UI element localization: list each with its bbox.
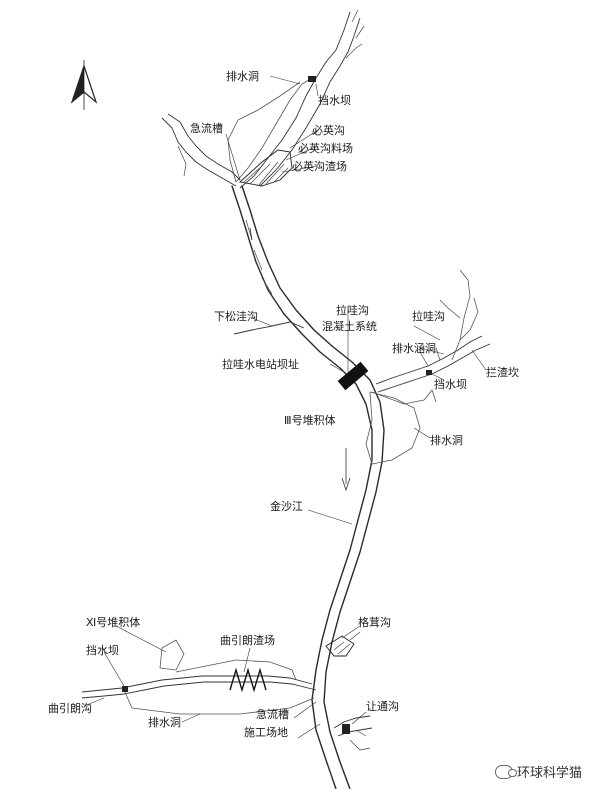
dam-bottom-icon [122,686,128,692]
slag-yard-zigzag [229,667,267,693]
quyinlang-gully [81,675,317,699]
label-biying-slag: 必英沟渣场 [292,159,347,173]
label-biying-gully: 必英沟 [312,123,345,137]
label-deposit-3: Ⅲ号堆积体 [284,413,336,427]
label-dam-site: 拉哇水电站坝址 [222,357,299,371]
label-leaders [83,75,487,739]
zhatong-gully [333,715,373,751]
label-dam-mid: 挡水坝 [434,377,467,391]
label-lawa-gully-right: 拉哇沟 [412,309,445,323]
dam-mid-icon [426,370,432,375]
label-quyinlang-gully: 曲引朗沟 [48,701,92,715]
drainage-tunnel-mid [371,389,437,405]
upper-tributary [239,9,365,189]
label-chute-top: 急流槽 [190,121,223,135]
label-chute-bottom: 急流槽 [256,707,289,721]
label-construction-site: 施工场地 [244,725,288,739]
label-dam-bottom: 挡水坝 [86,643,119,657]
dam-top-icon [308,76,316,82]
label-deposit-11: Ⅺ号堆积体 [86,615,140,629]
north-arrow-icon [70,60,98,110]
label-lawa-concrete-1: 拉哇沟 [336,303,369,317]
label-drainage-culvert: 排水涵洞 [392,341,436,355]
biying-slag-yard [239,149,293,187]
label-lawa-concrete-2: 混凝土系统 [322,319,377,333]
label-jinsha-river: 金沙江 [270,499,303,513]
jinsha-river [231,185,385,789]
left-upper-tributary [161,113,241,187]
drainage-tunnel-top [227,77,313,183]
dam-site-icon [337,361,369,391]
watermark: 环球科学猫 [494,762,582,781]
label-drainage-tunnel-bottom: 排水洞 [148,715,181,729]
deposit-3-outline [365,391,421,465]
gerongou-gully [325,631,361,657]
label-gerong-gully: 格茸沟 [358,615,391,629]
label-drainage-tunnel-mid: 排水洞 [430,433,463,447]
label-dam-top: 挡水坝 [318,93,351,107]
lawa-gully [375,269,491,393]
label-slag-barrier: 拦渣坎 [486,365,519,379]
label-quyinlang-slag: 曲引朗渣场 [220,633,275,647]
label-zhatong-gully: 让通沟 [366,700,399,713]
label-drainage-tunnel-top: 排水洞 [226,69,259,83]
xiasongwa-gully [233,321,305,335]
label-xiasongwa-gully: 下松洼沟 [214,309,258,323]
wechat-icon [494,764,517,779]
deposit-11-outline [159,639,185,671]
quyinlang-slag-outline [175,659,297,681]
watermark-text: 环球科学猫 [516,766,582,781]
label-biying-borrow: 必英沟料场 [298,141,353,155]
drainage-tunnel-bottom [123,689,315,715]
